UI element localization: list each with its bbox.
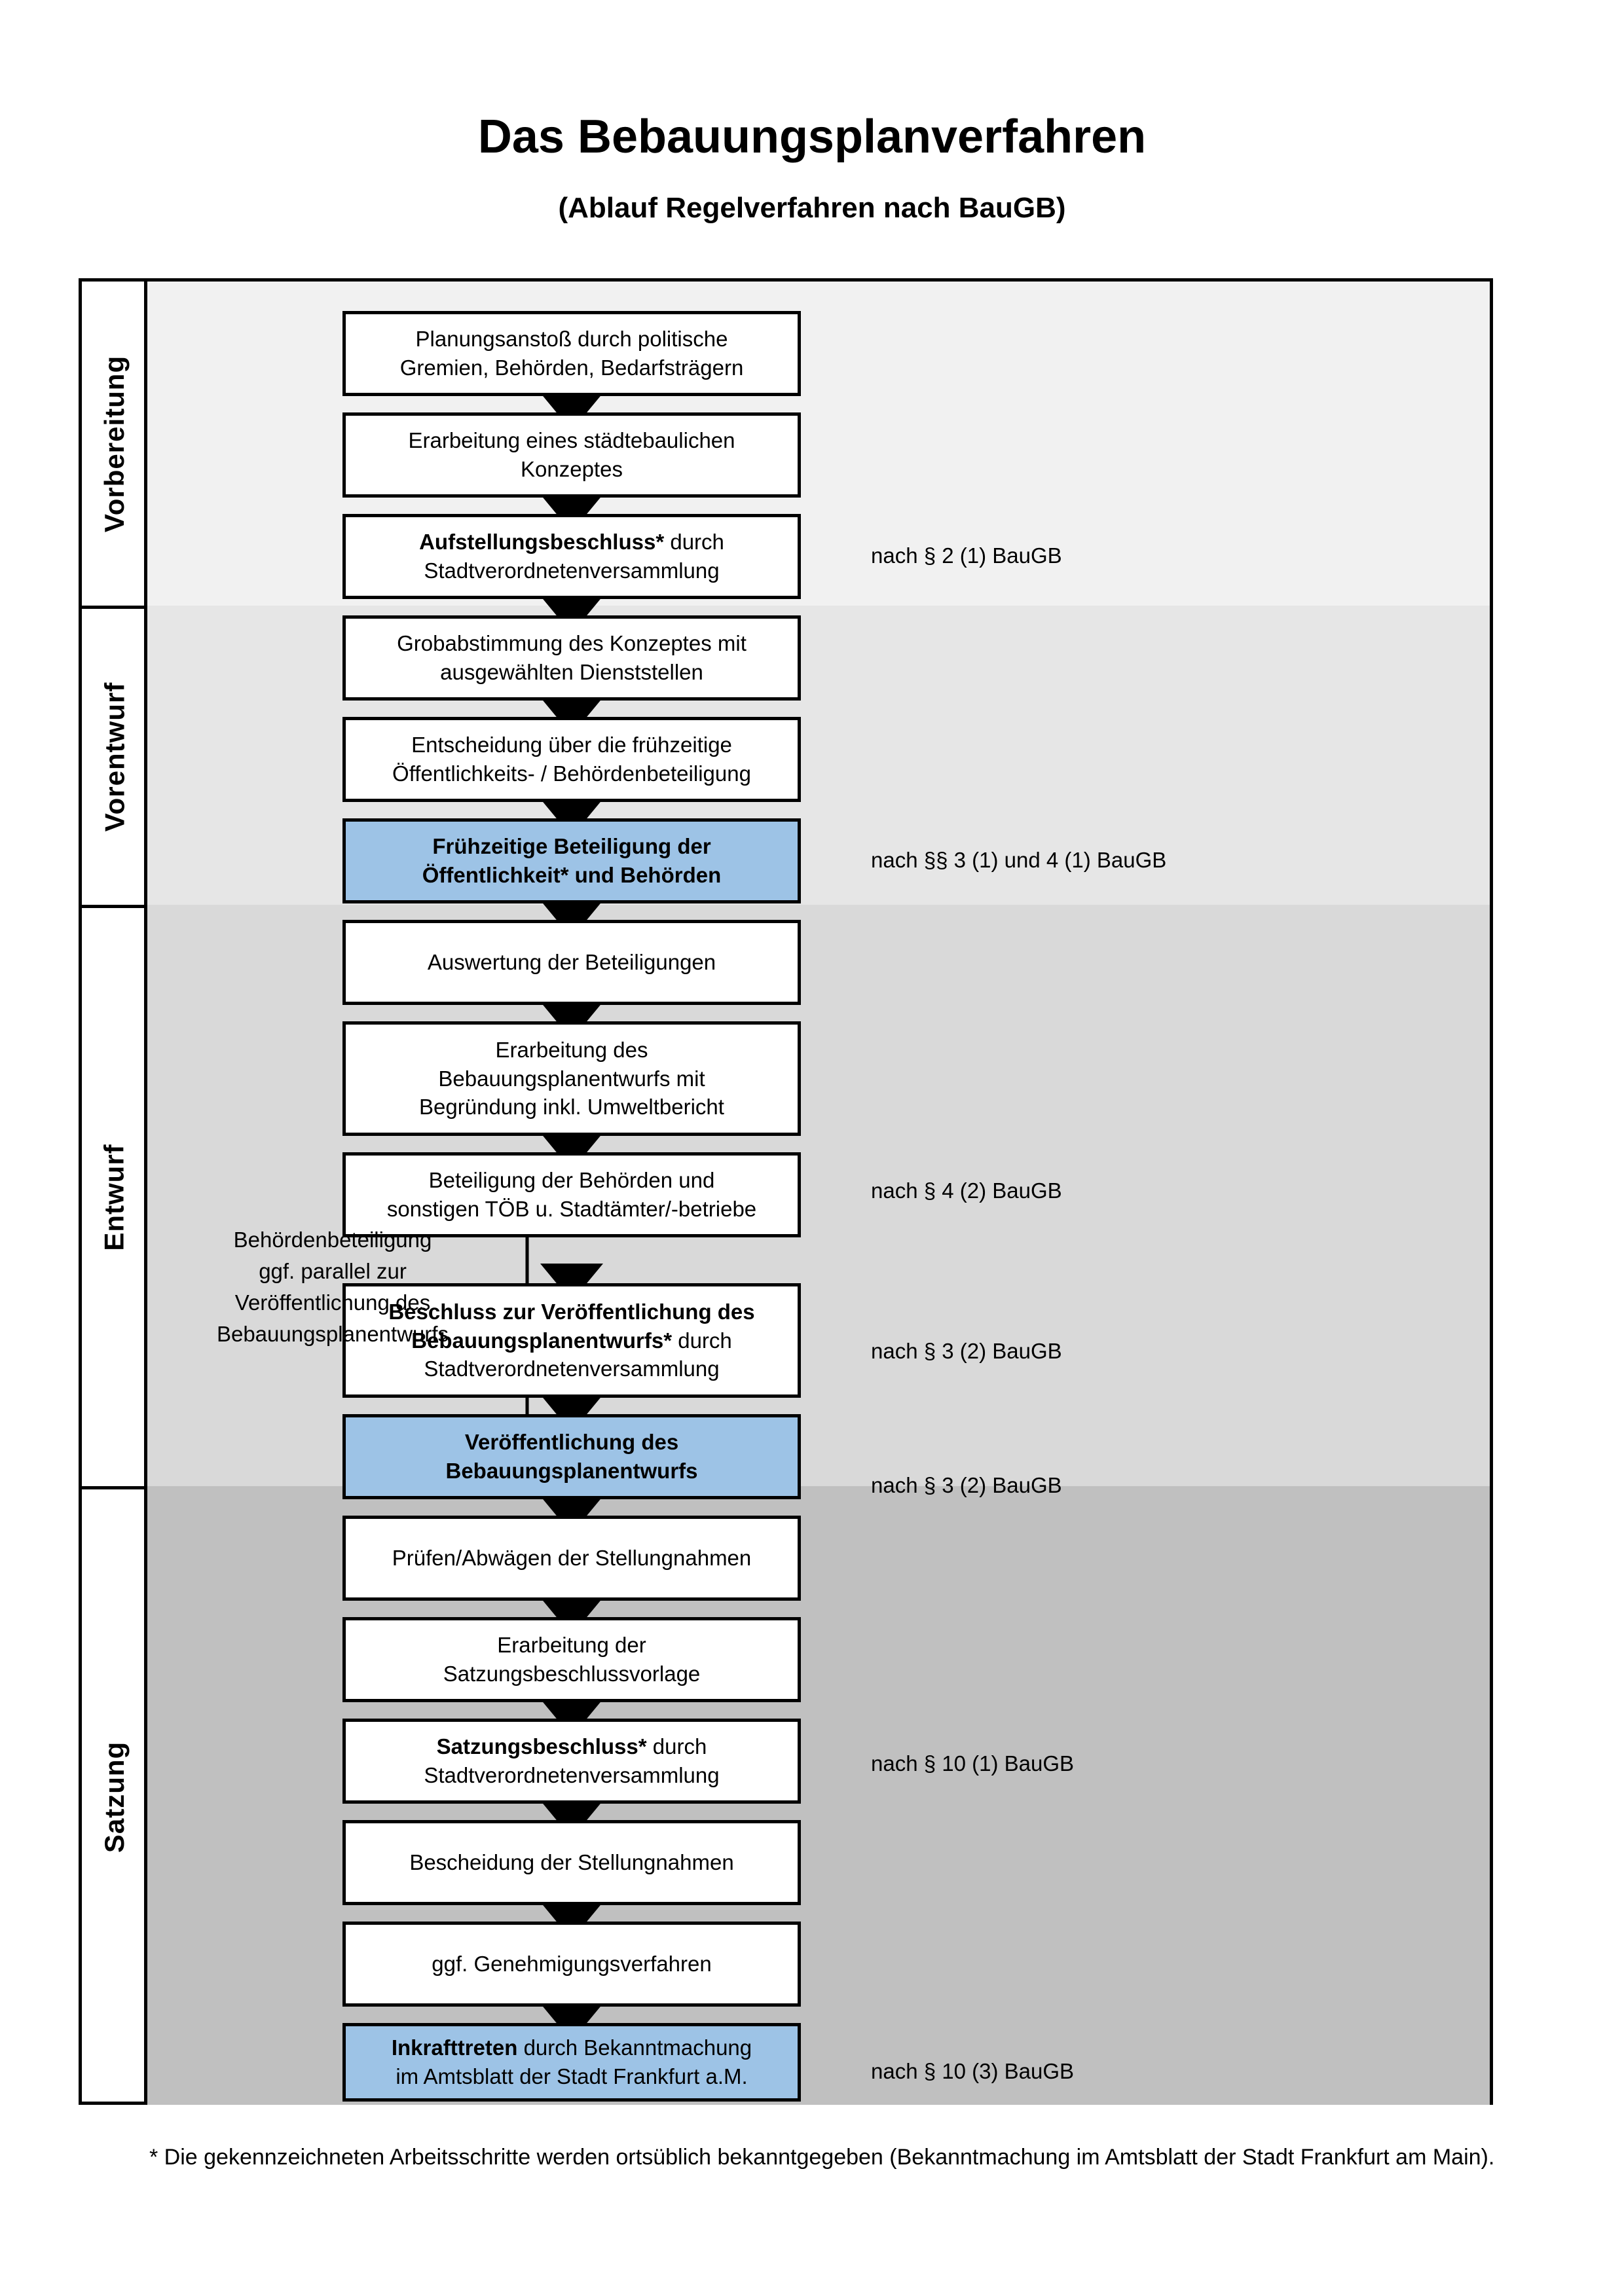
box-text: Frühzeitige Beteiligung der Öffentlichke… <box>422 834 722 887</box>
sidenote-line: ggf. parallel zur <box>259 1258 407 1283</box>
page-subtitle: (Ablauf Regelverfahren nach BauGB) <box>558 192 1066 225</box>
process-box-pruefen-abwaegen[interactable]: Prüfen/Abwägen der Stellungnahmen <box>342 1516 801 1601</box>
process-box-fruehzeitige-beteiligung[interactable]: Frühzeitige Beteiligung der Öffentlichke… <box>342 818 801 903</box>
box-text: Bescheidung der Stellungnahmen <box>409 1850 734 1875</box>
legal-reference: nach § 2 (1) BauGB <box>871 543 1062 568</box>
phase-divider <box>82 606 147 609</box>
process-box-auswertung-beteiligungen[interactable]: Auswertung der Beteiligungen <box>342 920 801 1005</box>
process-box-planungsanstoss[interactable]: Planungsanstoß durch politische Gremien,… <box>342 311 801 396</box>
phase-label-column: Vorbereitung Vorentwurf Entwurf Satzung <box>82 282 147 2102</box>
box-text: ggf. Genehmigungsverfahren <box>432 1952 712 1977</box>
process-box-entscheidung-fruehzeitige-beteiligung[interactable]: Entscheidung über die frühzeitige Öffent… <box>342 717 801 802</box>
legal-reference: nach § 3 (2) BauGB <box>871 1473 1062 1497</box>
box-text: Planungsanstoß durch politische Gremien,… <box>399 327 744 380</box>
process-box-beschluss-veroeffentlichung[interactable]: Beschluss zur Veröffentlichung des Bebau… <box>342 1283 801 1398</box>
page-title: Das Bebauungsplanverfahren <box>477 111 1147 163</box>
legal-reference: nach § 4 (2) BauGB <box>871 1178 1062 1203</box>
process-box-beteiligung-behoerden[interactable]: Beteiligung der Behörden und sonstigen T… <box>342 1152 801 1237</box>
box-text: Veröffentlichung des Bebauungsplanentwur… <box>445 1430 698 1483</box>
phase-label-satzung: Satzung <box>82 1489 147 2105</box>
process-box-satzungsbeschlussvorlage[interactable]: Erarbeitung der Satzungsbeschlussvorlage <box>342 1617 801 1702</box>
box-text: Erarbeitung eines städtebaulichen Konzep… <box>408 428 735 481</box>
sidenote-line: Bebauungsplanentwurfs <box>216 1321 449 1346</box>
box-text: Prüfen/Abwägen der Stellungnahmen <box>392 1546 752 1571</box>
box-text-bold: Aufstellungsbeschluss* <box>419 530 665 555</box>
legal-reference: nach §§ 3 (1) und 4 (1) BauGB <box>871 848 1167 872</box>
sidenote-line: Veröffentlichung des <box>234 1290 431 1315</box>
box-text: Grobabstimmung des Konzeptes mit ausgewä… <box>397 631 747 684</box>
box-text: Satzungsbeschluss* durch Stadtverordnete… <box>424 1734 720 1787</box>
process-box-genehmigungsverfahren[interactable]: ggf. Genehmigungsverfahren <box>342 1922 801 2007</box>
phase-label-text: Satzung <box>99 1741 130 1853</box>
sidenote-line: Behördenbeteiligung <box>233 1228 432 1252</box>
process-box-satzungsbeschluss[interactable]: Satzungsbeschluss* durch Stadtverordnete… <box>342 1719 801 1804</box>
phase-label-text: Entwurf <box>99 1143 130 1251</box>
header: Das Bebauungsplanverfahren (Ablauf Regel… <box>0 111 1624 225</box>
phase-label-vorentwurf: Vorentwurf <box>82 609 147 905</box>
box-text: Erarbeitung der Satzungsbeschlussvorlage <box>443 1633 701 1686</box>
phase-label-vorbereitung: Vorbereitung <box>82 282 147 606</box>
legal-reference: nach § 10 (1) BauGB <box>871 1751 1075 1776</box>
phase-label-text: Vorentwurf <box>99 682 130 832</box>
legal-reference: nach § 10 (3) BauGB <box>871 2059 1075 2083</box>
phase-divider <box>82 905 147 908</box>
process-box-erarbeitung-entwurf[interactable]: Erarbeitung des Bebauungsplanentwurfs mi… <box>342 1021 801 1136</box>
phase-divider <box>82 1486 147 1489</box>
sidenote-behoerdenbeteiligung: Behördenbeteiligung ggf. parallel zur Ve… <box>179 1224 487 1349</box>
box-text: Beteiligung der Behörden und sonstigen T… <box>386 1168 757 1221</box>
process-box-staedtebauliches-konzept[interactable]: Erarbeitung eines städtebaulichen Konzep… <box>342 412 801 498</box>
process-box-aufstellungsbeschluss[interactable]: Aufstellungsbeschluss* durch Stadtverord… <box>342 514 801 599</box>
process-box-veroeffentlichung-entwurf[interactable]: Veröffentlichung des Bebauungsplanentwur… <box>342 1414 801 1499</box>
box-text: Erarbeitung des Bebauungsplanentwurfs mi… <box>419 1038 724 1120</box>
box-text: Auswertung der Beteiligungen <box>427 950 716 975</box>
box-text: Aufstellungsbeschluss* durch Stadtverord… <box>419 530 724 583</box>
legal-reference: nach § 3 (2) BauGB <box>871 1339 1062 1363</box>
phase-label-text: Vorbereitung <box>99 355 130 532</box>
process-box-bescheidung-stellungnahmen[interactable]: Bescheidung der Stellungnahmen <box>342 1820 801 1905</box>
box-text: Entscheidung über die frühzeitige Öffent… <box>392 733 751 786</box>
process-box-grobabstimmung[interactable]: Grobabstimmung des Konzeptes mit ausgewä… <box>342 615 801 701</box>
process-box-inkrafttreten[interactable]: Inkrafttreten durch Bekanntmachung im Am… <box>342 2023 801 2102</box>
phase-label-entwurf: Entwurf <box>82 908 147 1486</box>
footnote: * Die gekennzeichneten Arbeitsschritte w… <box>149 2145 1495 2170</box>
box-text: Inkrafttreten durch Bekanntmachung im Am… <box>391 2035 752 2088</box>
box-text: Beschluss zur Veröffentlichung des Bebau… <box>388 1300 755 1381</box>
flowchart-frame: Vorbereitung Vorentwurf Entwurf Satzung <box>79 278 1493 2105</box>
